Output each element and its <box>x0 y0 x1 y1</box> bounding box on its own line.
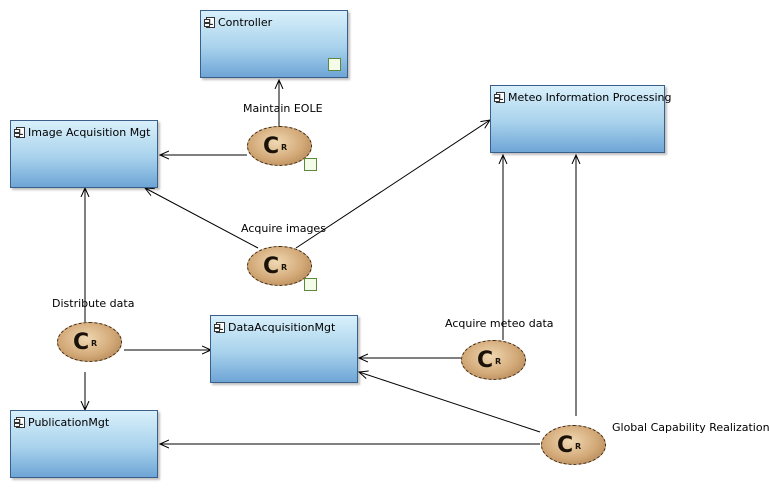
component-icon: L <box>204 17 215 28</box>
data-acquisition-mgt-label: DataAcquisitionMgt <box>228 321 336 334</box>
component-icon: L <box>494 92 505 103</box>
capability-icon: C <box>263 254 280 279</box>
capability-icon: C <box>557 433 574 458</box>
controller-component[interactable]: L Controller <box>200 10 348 78</box>
edge-global-to-data-acquisition <box>359 372 541 433</box>
acquire-images-capability[interactable]: C R <box>247 246 317 291</box>
component-icon: L <box>14 127 25 138</box>
meteo-information-processing-label: Meteo Information Processing <box>508 91 672 104</box>
acquire-meteo-data-label: Acquire meteo data <box>445 317 554 330</box>
controller-label: Controller <box>218 16 273 29</box>
maintain-eole-label: Maintain EOLE <box>243 102 323 115</box>
distribute-data-label: Distribute data <box>52 297 135 310</box>
component-icon: L <box>14 417 25 428</box>
image-acquisition-mgt-label: Image Acquisition Mgt <box>28 126 151 139</box>
diagram-link-icon[interactable] <box>328 58 341 71</box>
capability-realization-mark: R <box>91 339 98 348</box>
capability-realization-mark: R <box>281 143 288 152</box>
maintain-eole-capability[interactable]: C R <box>247 126 317 171</box>
publication-mgt-component[interactable]: L PublicationMgt <box>10 410 158 478</box>
capability-icon: C <box>263 134 280 159</box>
capability-realization-mark: R <box>281 263 288 272</box>
component-icon: L <box>214 322 225 333</box>
diagram-link-icon[interactable] <box>304 158 317 171</box>
distribute-data-capability[interactable]: C R <box>57 322 122 362</box>
acquire-images-label: Acquire images <box>241 222 326 235</box>
edge-acquire-images-to-image-acquisition <box>145 188 259 249</box>
capability-icon: C <box>477 348 494 373</box>
capability-icon: C <box>73 330 90 355</box>
data-acquisition-mgt-component[interactable]: L DataAcquisitionMgt <box>210 315 358 383</box>
acquire-meteo-data-capability[interactable]: C R <box>461 340 526 380</box>
publication-mgt-label: PublicationMgt <box>28 416 110 429</box>
edge-acquire-images-to-meteo <box>295 120 490 249</box>
diagram-link-icon[interactable] <box>304 278 317 291</box>
meteo-information-processing-component[interactable]: L Meteo Information Processing <box>490 85 671 153</box>
image-acquisition-mgt-component[interactable]: L Image Acquisition Mgt <box>10 120 158 188</box>
global-capability-realization-label: Global Capability Realization <box>612 421 769 434</box>
global-capability-realization-capability[interactable]: C R <box>541 425 606 465</box>
capability-realization-mark: R <box>495 357 502 366</box>
capability-realization-mark: R <box>575 442 582 451</box>
